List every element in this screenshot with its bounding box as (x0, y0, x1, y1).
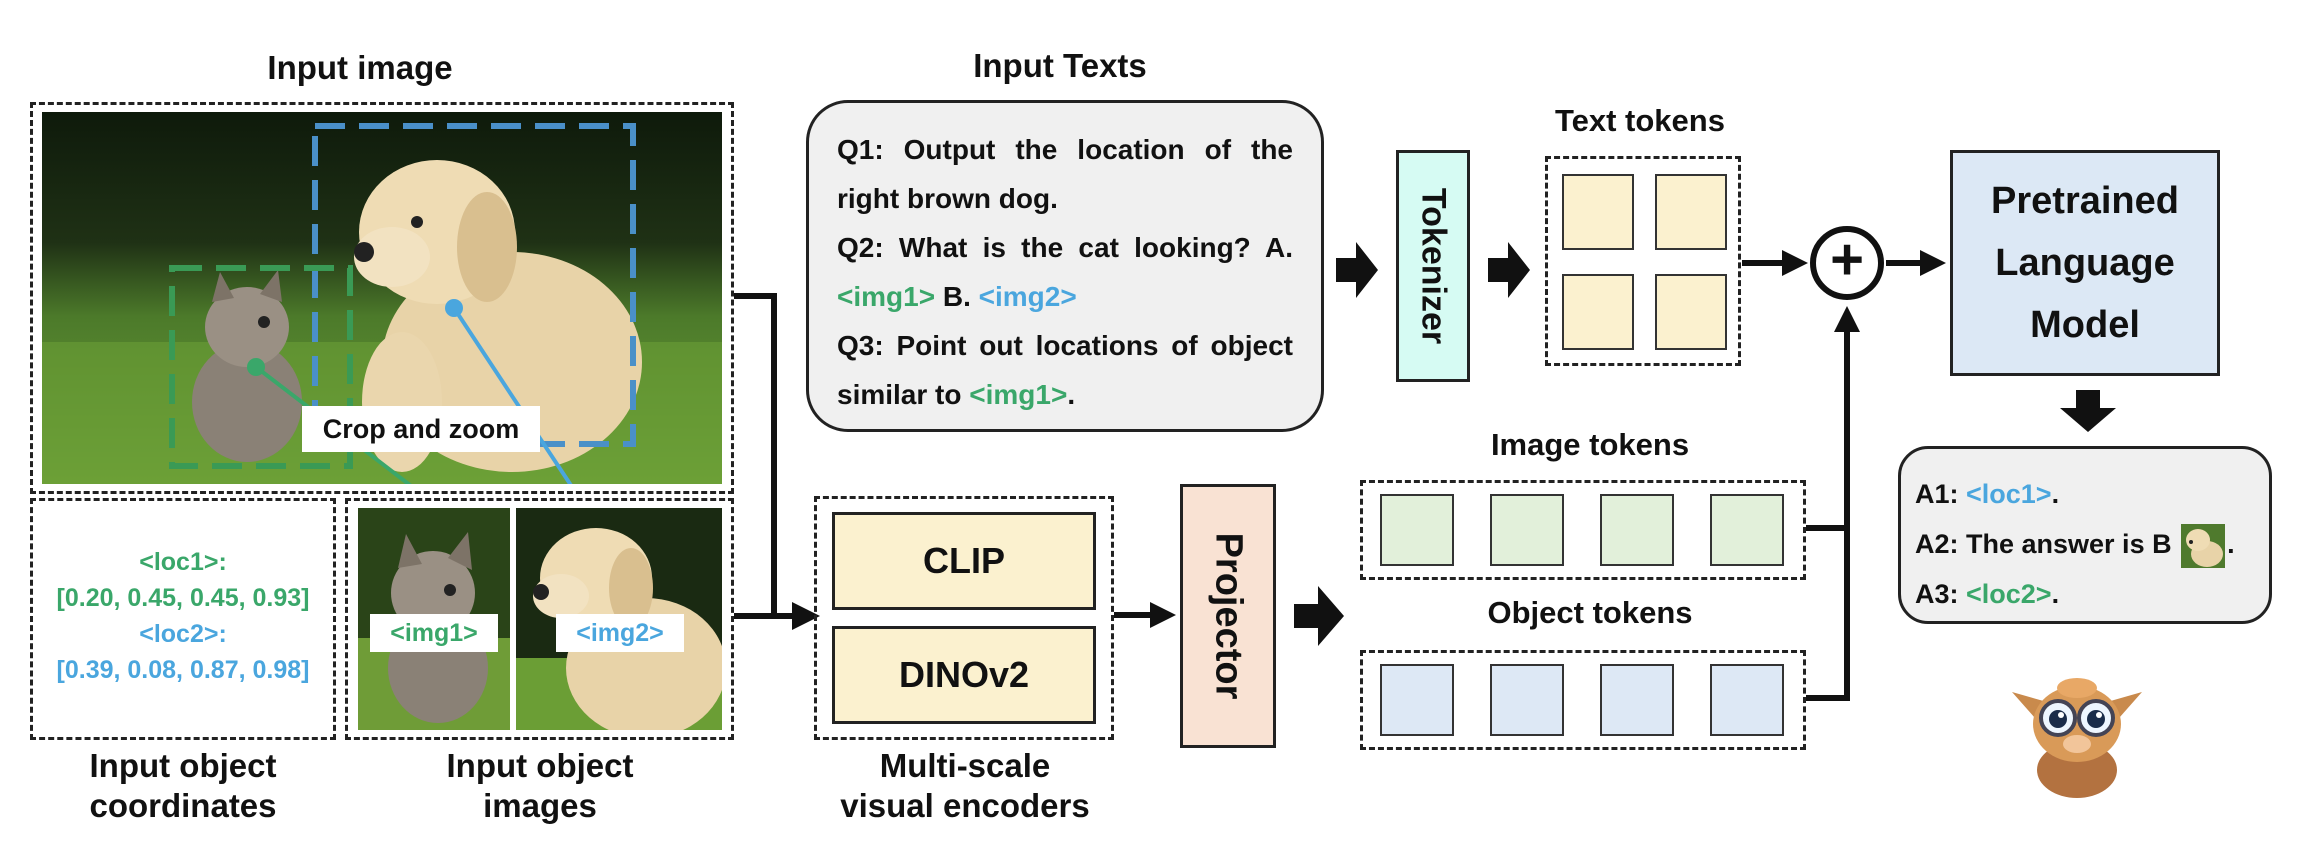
image-token (1380, 494, 1454, 566)
loc2-tag: <loc2>: (139, 620, 227, 648)
question-2: Q2: What is the cat looking? A. <img1> B… (837, 232, 1293, 312)
input-coordinates-frame (30, 498, 336, 740)
arrow-sum-to-plm (1886, 250, 1946, 276)
arrow-plm-to-answers (2060, 390, 2116, 432)
image-tokens-title: Image tokens (1490, 427, 1690, 462)
input-object-images-label: Input object images (446, 747, 634, 824)
projector-label: Projector (1207, 532, 1250, 700)
answer-1: A1: <loc1>. (1915, 479, 2060, 509)
visual-encoders-frame (814, 496, 1114, 740)
image-token (1600, 494, 1674, 566)
projector-box: Projector (1180, 484, 1276, 748)
object-tokens-title: Object tokens (1487, 595, 1693, 630)
answers-box: A1: <loc1>. A2: The answer is B . A3: <l… (1898, 446, 2272, 624)
input-texts-title: Input Texts (973, 47, 1147, 84)
multi-scale-visual-encoders-label: Multi-scale visual encoders (840, 747, 1090, 824)
loc1-values: [0.20, 0.45, 0.45, 0.93] (56, 584, 310, 612)
image-to-encoder-connector (734, 293, 820, 630)
image-token (1710, 494, 1784, 566)
img1-tag: <img1> (370, 614, 498, 652)
text-tokens-title: Text tokens (1555, 103, 1725, 138)
input-image-frame (30, 102, 734, 494)
object-token (1600, 664, 1674, 736)
object-token (1380, 664, 1454, 736)
text-token (1562, 274, 1634, 350)
image-token (1490, 494, 1564, 566)
text-tokens-frame (1545, 156, 1741, 366)
loc1-tag: <loc1>: (139, 548, 227, 576)
input-image-title: Input image (267, 49, 453, 86)
arrow-to-text-tokens (1488, 242, 1530, 298)
loc2-values: [0.39, 0.08, 0.87, 0.98] (56, 656, 310, 684)
plm-label: Pretrained Language Model (1991, 180, 2179, 346)
object-tokens-frame (1360, 650, 1806, 750)
sum-operator: + (1810, 226, 1884, 300)
object-token (1490, 664, 1564, 736)
image-tokens-frame (1360, 480, 1806, 580)
crop-and-zoom-label: Crop and zoom (302, 406, 540, 452)
object-token (1710, 664, 1784, 736)
text-token (1655, 274, 1727, 350)
arrow-text-to-sum (1742, 250, 1808, 276)
pretrained-language-model-box: Pretrained Language Model (1950, 150, 2220, 376)
input-object-coordinates-label: Input object coordinates (89, 747, 277, 824)
answer-dog-thumbnail (2181, 523, 2226, 568)
arrow-encoder-to-projector (1114, 602, 1176, 628)
answer-2: A2: The answer is B . (1915, 519, 2255, 569)
question-3: Q3: Point out locations of object simila… (837, 330, 1293, 410)
img2-tag: <img2> (556, 614, 684, 652)
input-texts-box: Q1: Output the location of the right bro… (806, 100, 1324, 432)
text-token (1562, 174, 1634, 250)
question-1: Q1: Output the location of the right bro… (837, 134, 1293, 214)
arrow-to-tokenizer (1336, 242, 1378, 298)
arrow-projector-to-tokens (1294, 586, 1344, 646)
input-object-images-frame (345, 498, 734, 740)
dinov2-encoder-box: DINOv2 (832, 626, 1096, 724)
answer-3: A3: <loc2>. (1915, 579, 2060, 609)
tokenizer-box: Tokenizer (1396, 150, 1470, 382)
text-token (1655, 174, 1727, 250)
clip-encoder-box: CLIP (832, 512, 1096, 610)
tokenizer-label: Tokenizer (1414, 187, 1453, 345)
visual-tokens-to-sum-connector (1806, 306, 1860, 701)
mascot-image (2002, 652, 2152, 802)
